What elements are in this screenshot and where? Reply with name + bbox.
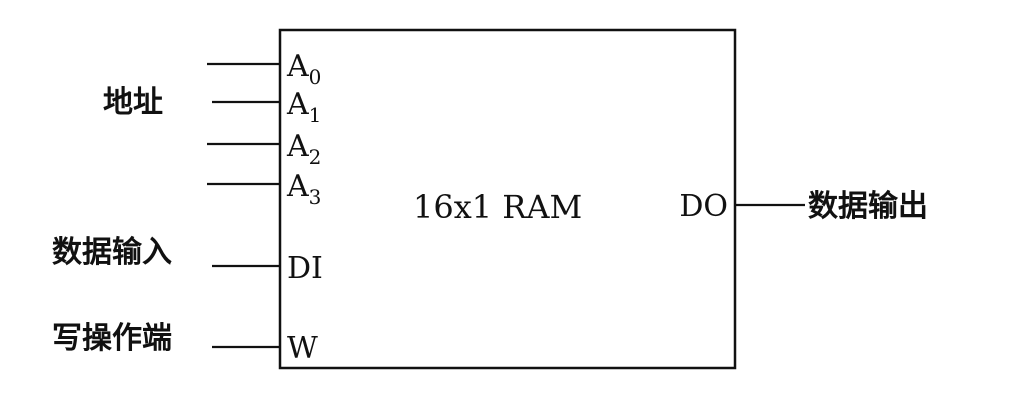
pin-a1-letter: A bbox=[286, 87, 309, 122]
pin-do: DO bbox=[679, 189, 728, 224]
pin-a2-letter: A bbox=[286, 129, 309, 164]
pin-w: W bbox=[287, 331, 318, 366]
ram-chip-box bbox=[278, 28, 737, 370]
pin-a3-letter: A bbox=[286, 169, 309, 204]
chip-title: 16x1 RAM bbox=[413, 188, 582, 226]
pin-di: DI bbox=[287, 251, 323, 286]
pin-a1-subscript: 1 bbox=[309, 103, 322, 127]
pin-a0-subscript: 0 bbox=[309, 65, 322, 89]
pin-a0-letter: A bbox=[286, 49, 309, 84]
write-label: 写操作端 bbox=[52, 321, 172, 356]
pin-a0: A0 bbox=[286, 49, 321, 89]
data-out-label: 数据输出 bbox=[808, 189, 928, 224]
data-in-label: 数据输入 bbox=[52, 235, 172, 270]
pin-a2: A2 bbox=[286, 129, 321, 169]
pin-a3: A3 bbox=[286, 169, 321, 209]
pin-a3-subscript: 3 bbox=[309, 185, 322, 209]
pin-a1: A1 bbox=[286, 87, 321, 127]
address-label: 地址 bbox=[103, 85, 163, 120]
pin-a2-subscript: 2 bbox=[309, 145, 322, 169]
